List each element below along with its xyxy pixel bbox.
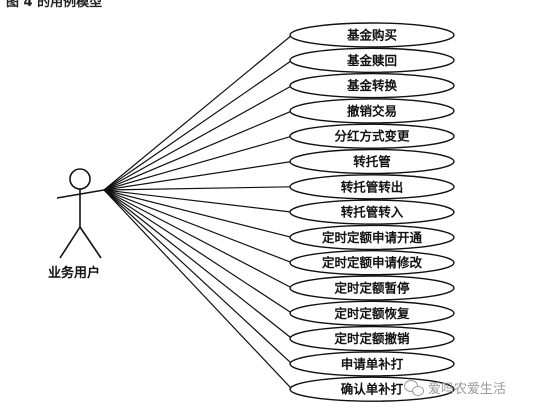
use-case-ellipse [289, 98, 455, 124]
actor-figure [56, 168, 105, 259]
use-case: 转托管转出 [289, 174, 455, 200]
figure-caption: 图 4 的用例模型 [6, 0, 103, 10]
use-case-label: 转托管转入 [341, 205, 404, 220]
association-line [103, 110, 293, 191]
use-case: 定时定额撤销 [289, 325, 455, 352]
use-case: 分红方式变更 [289, 123, 455, 149]
use-case: 基金购买 [289, 22, 455, 48]
use-case-label: 确认单补打 [341, 382, 404, 397]
use-case-label: 定时定额暂停 [333, 281, 410, 296]
use-case-label: 基金购买 [346, 28, 397, 43]
use-case-ellipse [289, 300, 455, 326]
association-line [103, 189, 293, 238]
use-case-label: 转托管 [353, 154, 391, 169]
use-case-ellipse [289, 351, 455, 377]
use-case-ellipse [289, 148, 455, 175]
use-case: 定时定额恢复 [289, 300, 455, 326]
use-case-label: 定时定额撤销 [333, 331, 410, 346]
use-case-list: 基金购买基金赎回基金转换撤销交易分红方式变更转托管转托管转出转托管转入定时定额申… [289, 22, 455, 402]
use-case-ellipse [289, 199, 455, 225]
association-line [103, 34, 293, 191]
association-line [103, 189, 293, 289]
use-case-ellipse [289, 250, 455, 276]
use-case: 基金转换 [289, 72, 455, 99]
use-case: 撤销交易 [289, 98, 455, 124]
association-line [103, 189, 293, 264]
actor-arms [56, 189, 105, 199]
use-case-ellipse [289, 174, 455, 200]
use-case-label: 基金赎回 [346, 53, 397, 68]
association-line [103, 189, 293, 340]
use-case-ellipse [289, 224, 455, 251]
association-line [103, 186, 293, 191]
actor-right-leg [79, 226, 102, 259]
wechat-icon [404, 379, 424, 396]
watermark: 爱吗农爱生活 [404, 378, 506, 397]
use-case: 定时定额申请修改 [289, 250, 455, 276]
actor-head [69, 168, 91, 190]
use-case-ellipse [289, 72, 455, 99]
use-case-ellipse [289, 22, 455, 48]
use-case-label: 定时定额申请开通 [321, 230, 423, 245]
use-case: 转托管 [289, 148, 455, 175]
association-line [103, 160, 293, 191]
use-case-ellipse [289, 275, 455, 301]
use-case: 申请单补打 [289, 351, 455, 377]
use-case-label: 撤销交易 [347, 103, 397, 118]
actor-left-leg [59, 226, 81, 259]
use-case-label: 定时定额恢复 [333, 306, 410, 321]
use-case-label: 定时定额申请修改 [321, 255, 423, 270]
watermark-text: 爱吗农爱生活 [428, 382, 507, 397]
association-line [103, 189, 293, 365]
association-lines [103, 34, 293, 390]
use-case-label: 申请单补打 [341, 356, 404, 371]
use-case-ellipse [289, 123, 455, 149]
association-line [103, 189, 293, 314]
use-case-label: 基金转换 [346, 78, 398, 93]
use-case: 定时定额暂停 [289, 275, 455, 301]
use-case-label: 分红方式变更 [334, 129, 410, 144]
association-line [103, 189, 293, 213]
use-case: 基金赎回 [289, 47, 455, 73]
use-case: 转托管转入 [289, 199, 455, 225]
association-line [103, 59, 293, 191]
use-case: 定时定额申请开通 [289, 224, 455, 251]
use-case-ellipse [289, 325, 455, 352]
use-case-ellipse [289, 47, 455, 73]
association-line [103, 135, 293, 191]
use-case-label: 转托管转出 [341, 179, 404, 194]
actor-label: 业务用户 [48, 266, 101, 281]
association-line [103, 85, 293, 191]
association-line [103, 189, 293, 390]
